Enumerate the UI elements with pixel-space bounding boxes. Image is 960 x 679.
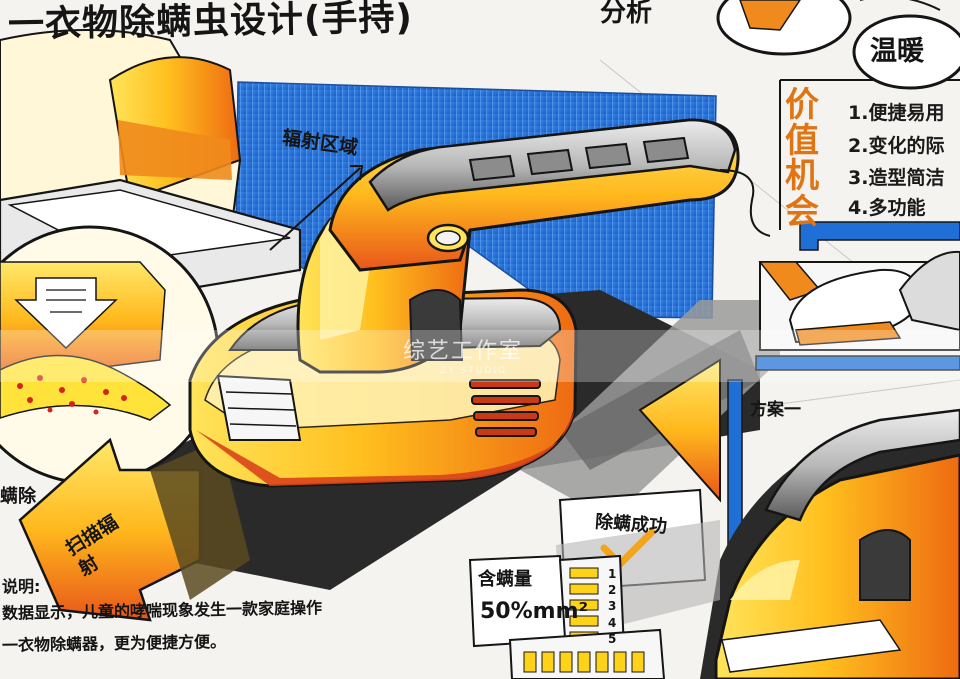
value-opportunity-heading: 价值机会: [785, 85, 821, 233]
watermark-text: 综艺工作室: [403, 339, 524, 364]
orange-arrow-mid: [638, 358, 721, 503]
mite-meter-card: [468, 554, 666, 679]
watermark-subtext: ZY STUDIO: [440, 366, 507, 376]
label-mite-removal: 螨除: [0, 486, 36, 507]
explanation-title: 说明:: [2, 577, 41, 596]
zoom-callout-circle: [0, 225, 220, 485]
value-item-3: 3.造型简洁: [848, 167, 945, 189]
value-item-4: 4.多功能: [848, 197, 926, 219]
title-tail: 分析: [600, 0, 653, 28]
badge-warm: 温暖: [870, 36, 924, 67]
label-success: 除螨成功: [594, 511, 668, 538]
arrow-icon: [18, 437, 250, 622]
main-product-sketch: [188, 118, 771, 488]
side-product-sketch: [758, 250, 960, 351]
label-mite-content: 含螨量: [478, 569, 532, 590]
blue-frames-right: [727, 221, 960, 561]
product-sketch-bottom-right: [700, 408, 960, 679]
watermark-band: [0, 330, 960, 382]
top-right-badges: [716, 0, 960, 90]
value-item-1: 1.便捷易用: [848, 102, 945, 124]
page-title: 一衣物除螨虫设计(手持): [7, 0, 414, 46]
explanation-line-2: 一衣物除螨器，更为便捷方便。: [1, 632, 227, 655]
mite-dots: [17, 375, 127, 415]
meter-ticks: 1 2 3 4 5: [608, 567, 617, 646]
value-item-2: 2.变化的际: [848, 135, 945, 157]
label-scheme-one: 方案一: [750, 400, 801, 420]
value-mite-content: 50%mm²: [480, 599, 589, 624]
radiation-arrow: [269, 165, 364, 251]
